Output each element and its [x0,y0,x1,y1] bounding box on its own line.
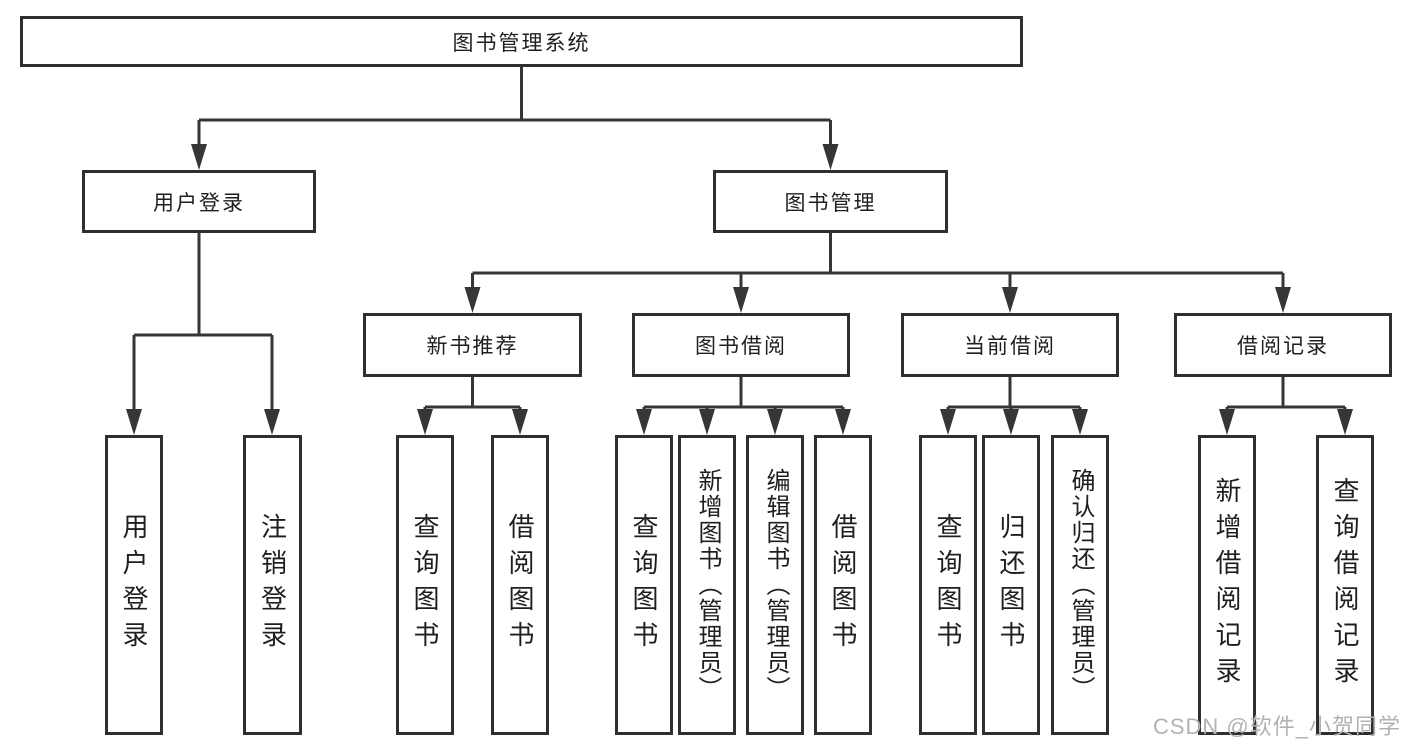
leaf-borrow-add-books-admin: 新增图书（管理员） [678,435,736,735]
node-label: 图书管理系统 [452,31,591,55]
leaf-current-query-books: 查询图书 [919,435,977,735]
leaf-current-confirm-return-admin: 确认归还（管理员） [1051,435,1109,735]
leaf-borrow-borrow-books: 借阅图书 [814,435,872,735]
node-label: 图书管理 [784,191,877,215]
leaf-borrow-query-books: 查询图书 [615,435,673,735]
leaf-borrow-edit-books-admin: 编辑图书（管理员） [746,435,804,735]
node-label: 确认归还（管理员） [1067,468,1094,702]
leaf-logout: 注销登录 [243,435,302,735]
node-label: 图书借阅 [695,335,787,358]
node-current-borrow: 当前借阅 [901,313,1119,377]
node-label: 新书推荐 [426,335,519,358]
leaf-user-login: 用户登录 [105,435,163,735]
node-label: 查询图书 [410,513,440,657]
node-label: 用户登录 [153,191,245,215]
leaf-current-return-books: 归还图书 [982,435,1040,735]
node-label: 用户登录 [119,513,149,657]
node-label: 查询图书 [933,513,963,657]
node-label: 借阅图书 [828,513,858,657]
node-label: 归还图书 [996,513,1026,657]
watermark: CSDN @软件_小贺同学 [1152,714,1401,739]
node-book-borrow: 图书借阅 [632,313,850,377]
node-label: 查询借阅记录 [1330,477,1360,693]
node-label: 注销登录 [257,513,288,657]
leaf-newbook-query-books: 查询图书 [396,435,454,735]
node-book-management: 图书管理 [713,170,948,233]
node-label: 编辑图书（管理员） [762,468,789,702]
node-user-login: 用户登录 [82,170,316,233]
node-label: 查询图书 [629,513,659,657]
node-root-system: 图书管理系统 [20,16,1023,67]
node-label: 新增图书（管理员） [694,468,721,702]
node-new-book-recommend: 新书推荐 [363,313,582,377]
node-borrow-records: 借阅记录 [1174,313,1392,377]
leaf-records-query-record: 查询借阅记录 [1316,435,1374,735]
node-label: 新增借阅记录 [1212,477,1242,693]
node-label: 当前借阅 [964,335,1056,358]
leaf-newbook-borrow-books: 借阅图书 [491,435,549,735]
leaf-records-add-record: 新增借阅记录 [1198,435,1256,735]
node-label: 借阅记录 [1237,335,1329,358]
node-label: 借阅图书 [505,513,535,657]
